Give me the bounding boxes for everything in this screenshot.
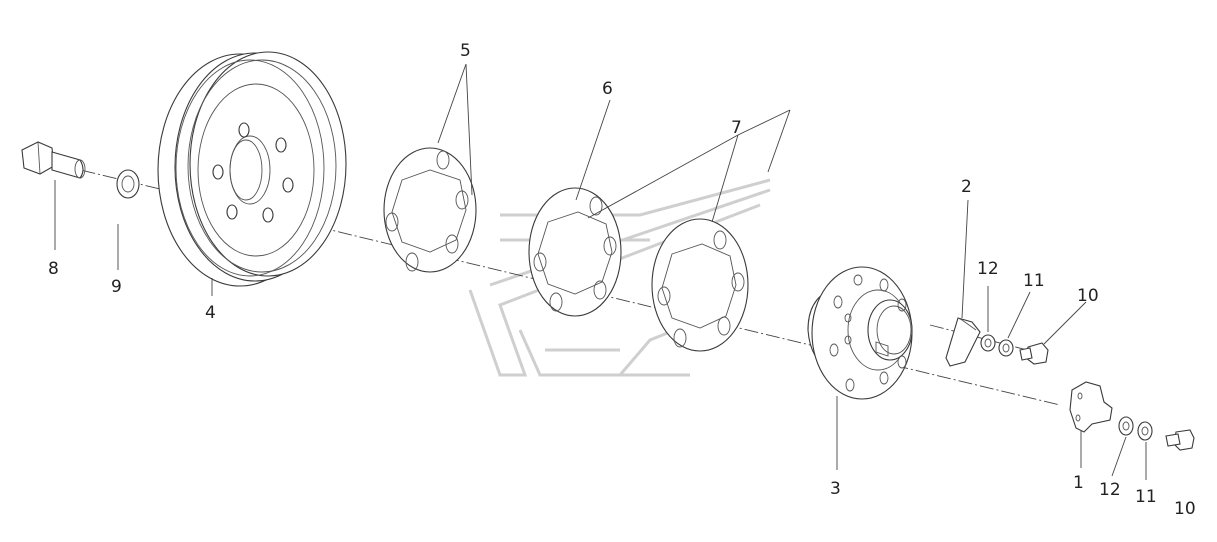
washer-part-9 — [116, 169, 140, 199]
bolt-part-10-upper — [1019, 342, 1049, 365]
plate-part-7 — [651, 218, 749, 352]
label-part-12-lower: 12 — [1099, 480, 1121, 500]
label-part-11-upper: 11 — [1023, 271, 1045, 291]
washer-part-12-upper — [980, 334, 996, 352]
label-part-2: 2 — [961, 177, 972, 197]
washer-part-12-lower — [1118, 416, 1134, 436]
lock-plate-part-1 — [1069, 381, 1113, 433]
hub-part-3 — [807, 266, 913, 400]
label-part-10-lower: 10 — [1174, 499, 1196, 519]
label-part-4: 4 — [205, 303, 216, 323]
pulley-part-4 — [157, 51, 347, 287]
leader-lines — [54, 63, 1147, 480]
lock-plate-part-2 — [945, 317, 981, 367]
label-part-5: 5 — [460, 41, 471, 61]
plate-part-5 — [383, 147, 477, 273]
spring-washer-part-11-lower — [1137, 421, 1153, 441]
label-part-9: 9 — [111, 277, 122, 297]
label-part-1: 1 — [1073, 473, 1084, 493]
label-part-3: 3 — [830, 479, 841, 499]
bolt-part-8 — [21, 141, 86, 179]
label-part-7: 7 — [731, 118, 742, 138]
bolt-part-10-lower — [1165, 429, 1195, 451]
spring-washer-part-11-upper — [998, 339, 1014, 357]
label-part-10-upper: 10 — [1077, 286, 1099, 306]
part-labels: 8 9 4 5 6 7 2 12 11 10 3 1 12 11 10 — [48, 41, 1196, 519]
label-part-12-upper: 12 — [977, 259, 999, 279]
label-part-11-lower: 11 — [1135, 487, 1157, 507]
label-part-6: 6 — [602, 79, 613, 99]
plate-part-6 — [528, 187, 622, 317]
label-part-8: 8 — [48, 259, 59, 279]
